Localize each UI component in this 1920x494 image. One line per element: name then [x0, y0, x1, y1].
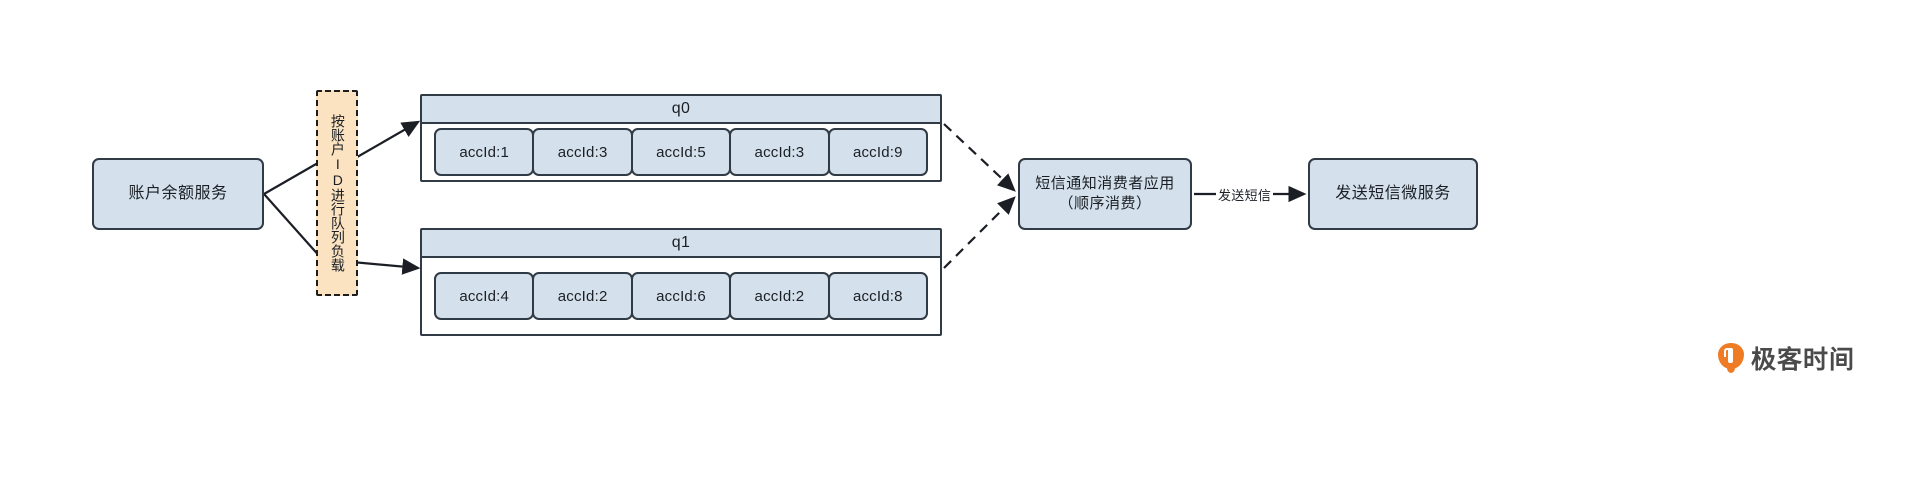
- message-cell[interactable]: accId:2: [532, 272, 633, 320]
- message-cell-label: accId:8: [852, 287, 903, 305]
- edge-label-send-sms: 发送短信: [1216, 185, 1274, 204]
- geektime-logo-glyph: [1724, 348, 1733, 363]
- edge-router-to-q1: [351, 258, 421, 275]
- node-sms-notify-consumer-app-label: 短信通知消费者应用 （顺序消费）: [1035, 174, 1175, 215]
- node-queue-router[interactable]: 按账户ID进行队列负载: [316, 90, 358, 296]
- watermark-geektime: 极客时间: [1718, 340, 1855, 376]
- node-account-balance-service-label: 账户余额服务: [128, 185, 228, 203]
- queue-q0[interactable]: q0 accId:1 accId:3 accId:5 accId:3 accId…: [420, 94, 942, 182]
- message-cell[interactable]: accId:3: [729, 128, 830, 176]
- message-cell-label: accId:2: [754, 287, 805, 305]
- geektime-logo-icon: [1718, 343, 1744, 373]
- message-cell[interactable]: accId:5: [630, 128, 732, 176]
- node-send-sms-microservice[interactable]: 发送短信微服务: [1308, 158, 1478, 230]
- message-cell-label: accId:3: [557, 143, 608, 161]
- message-cell[interactable]: accId:6: [630, 272, 732, 320]
- node-send-sms-microservice-label: 发送短信微服务: [1335, 185, 1451, 203]
- message-cell-label: accId:5: [656, 143, 706, 161]
- message-cell[interactable]: accId:8: [827, 272, 929, 320]
- watermark-text: 极客时间: [1751, 346, 1856, 374]
- message-cell[interactable]: accId:2: [729, 272, 830, 320]
- queue-q0-body: accId:1 accId:3 accId:5 accId:3 accId:9: [422, 124, 940, 180]
- message-cell[interactable]: accId:9: [827, 128, 929, 176]
- queue-q1-header: q1: [422, 230, 940, 258]
- node-account-balance-service[interactable]: 账户余额服务: [92, 158, 264, 230]
- message-cell[interactable]: accId:3: [532, 128, 633, 176]
- node-sms-notify-consumer-app-line1: 短信通知消费者应用: [1035, 174, 1175, 192]
- queue-q1[interactable]: q1 accId:4 accId:2 accId:6 accId:2 accId…: [420, 228, 942, 336]
- message-cell-label: accId:1: [459, 143, 510, 161]
- edge-q1-to-consumer: [943, 196, 1016, 269]
- message-cell[interactable]: accId:1: [434, 128, 535, 176]
- queue-q0-title: q0: [671, 100, 691, 117]
- message-cell[interactable]: accId:4: [434, 272, 535, 320]
- message-cell-label: accId:9: [852, 143, 903, 161]
- message-cell-label: accId:4: [459, 287, 510, 305]
- geektime-logo-tail: [1727, 363, 1735, 373]
- queue-q1-body: accId:4 accId:2 accId:6 accId:2 accId:8: [422, 258, 940, 334]
- message-cell-label: accId:3: [754, 143, 805, 161]
- queue-q0-header: q0: [422, 96, 940, 124]
- queue-q1-title: q1: [671, 234, 691, 251]
- edge-q0-to-consumer: [943, 123, 1016, 192]
- edge-router-to-q0: [351, 120, 421, 161]
- node-queue-router-label: 按账户ID进行队列负载: [329, 114, 346, 272]
- message-cell-label: accId:2: [557, 287, 608, 305]
- node-sms-notify-consumer-app-line2: （顺序消费）: [1058, 195, 1152, 212]
- node-sms-notify-consumer-app[interactable]: 短信通知消费者应用 （顺序消费）: [1018, 158, 1192, 230]
- message-cell-label: accId:6: [656, 287, 706, 305]
